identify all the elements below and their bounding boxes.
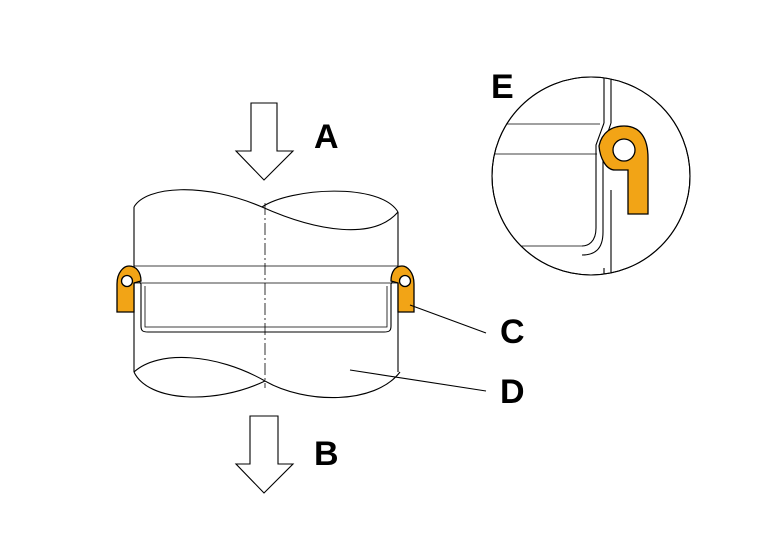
down-arrow-icon xyxy=(234,415,295,494)
seal-case xyxy=(135,275,397,333)
label-e: E xyxy=(491,68,514,106)
detail-view xyxy=(491,76,691,276)
shaft xyxy=(133,189,401,399)
label-d: D xyxy=(500,373,525,411)
label-c: C xyxy=(500,313,525,351)
label-b: B xyxy=(314,435,339,473)
seal-lip-left xyxy=(116,265,142,313)
down-arrow-icon xyxy=(234,102,295,181)
label-a: A xyxy=(314,118,339,156)
